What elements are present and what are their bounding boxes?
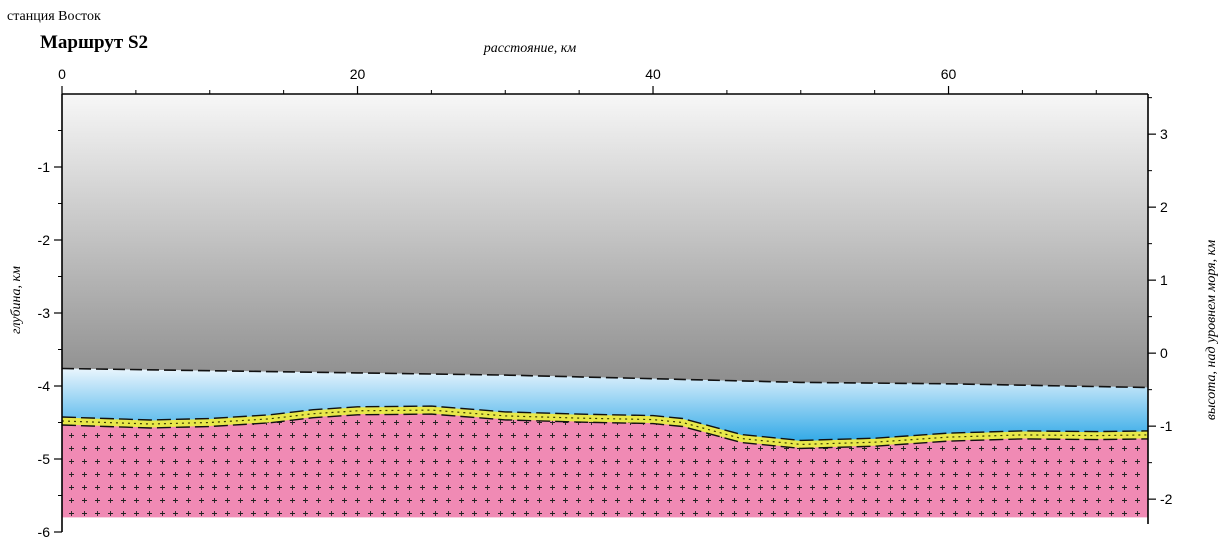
y-right-tick-label: -2 — [1160, 491, 1173, 507]
bedrock-pattern — [62, 410, 1148, 518]
y-left-tick-label: -5 — [38, 451, 51, 467]
chart-title: Маршрут S2 — [40, 32, 148, 53]
y-axis-right-title: высота, над уровнем моря, км — [1204, 240, 1219, 420]
y-right-tick-label: 3 — [1160, 126, 1168, 142]
y-left-tick-label: -4 — [38, 378, 51, 394]
ice-layer — [62, 94, 1148, 388]
water-layer — [62, 368, 1148, 445]
y-left-tick-label: -2 — [38, 232, 51, 248]
x-axis-title: расстояние, км — [483, 41, 577, 56]
y-right-tick-label: 2 — [1160, 199, 1168, 215]
ice-base-line — [61, 367, 1149, 389]
sediment-dots — [61, 409, 1149, 446]
y-right-tick-label: 0 — [1160, 345, 1168, 361]
station-label: станция Восток — [7, 9, 101, 24]
y-right-tick-label: 1 — [1160, 272, 1168, 288]
x-tick-label: 0 — [58, 66, 66, 82]
bed-boundary-top — [61, 405, 1149, 442]
axes: 0 20 40 60 -1 -2 -3 -4 -5 -6 3 2 1 0 -1 -2 — [38, 66, 1173, 540]
y-left-tick-label: -6 — [38, 524, 51, 540]
layers — [62, 94, 1148, 518]
x-tick-label: 20 — [350, 66, 366, 82]
y-axis-left-title: глубина, км — [9, 266, 24, 334]
y-left-tick-label: -3 — [38, 305, 51, 321]
boundaries — [61, 367, 1149, 450]
bed-boundary-bottom — [61, 413, 1149, 450]
y-right-tick-label: -1 — [1160, 418, 1173, 434]
y-left-tick-label: -1 — [38, 159, 51, 175]
x-tick-label: 40 — [645, 66, 661, 82]
x-tick-label: 60 — [941, 66, 957, 82]
